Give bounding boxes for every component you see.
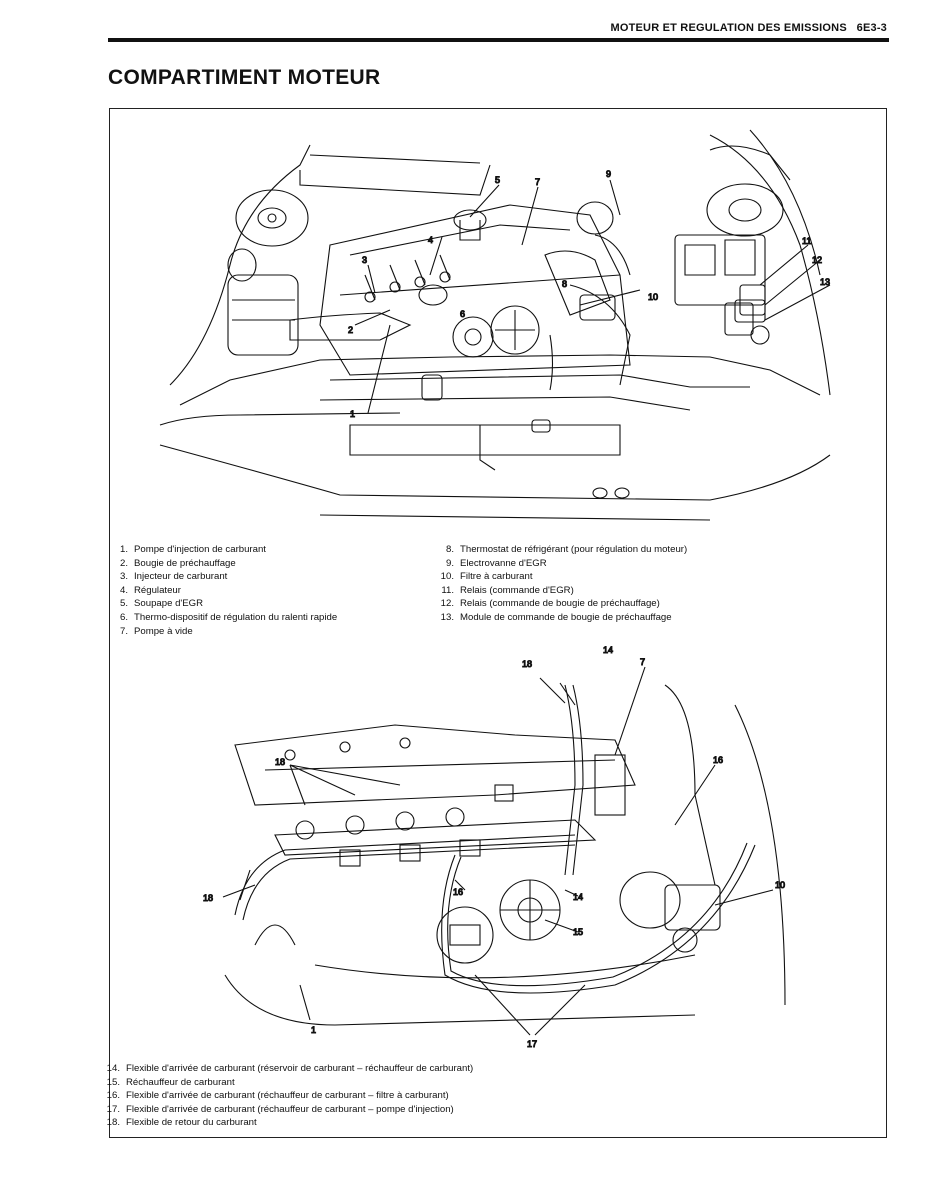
legend-item-15: 15.Réchauffeur de carburant	[106, 1076, 235, 1088]
legend-item-6: 6.Thermo-dispositif de régulation du ral…	[119, 611, 338, 623]
legend-item-18: 18.Flexible de retour du carburant	[106, 1117, 257, 1129]
callout-10b: 10	[775, 880, 785, 890]
callout-10: 10	[648, 292, 658, 302]
figure-frame	[109, 108, 887, 1138]
callout-18c: 18	[203, 893, 213, 903]
callout-1b: 1	[311, 1025, 316, 1035]
callout-11: 11	[802, 236, 811, 246]
callout-8: 8	[562, 279, 567, 289]
callout-13: 13	[820, 277, 830, 287]
legend-item-13: 13.Module de commande de bougie de préch…	[440, 611, 672, 623]
callout-5: 5	[495, 175, 500, 185]
legend-bottom: 14.Flexible d'arrivée de carburant (rése…	[98, 1062, 474, 1130]
page-title: COMPARTIMENT MOTEUR	[108, 66, 381, 89]
callout-4: 4	[428, 235, 433, 245]
legend-item-16: 16.Flexible d'arrivée de carburant (réch…	[106, 1090, 449, 1102]
legend-item-5: 5.Soupape d'EGR	[119, 598, 204, 610]
engine-compartment-illustration-top: 5 7 9 4 3 2 8 6 10 11 12 13 1	[150, 125, 840, 535]
legend-item-1: 1.Pompe d'injection de carburant	[119, 544, 266, 555]
callout-16a: 16	[713, 755, 723, 765]
legend-item-2: 2.Bougie de préchauffage	[119, 557, 236, 569]
running-header: MOTEUR ET REGULATION DES EMISSIONS 6E3-3	[610, 22, 887, 34]
callout-14b: 14	[573, 892, 583, 902]
callout-3: 3	[362, 255, 367, 265]
callout-7b: 7	[640, 657, 645, 667]
callout-18b: 18	[275, 757, 285, 767]
legend-item-3: 3.Injecteur de carburant	[119, 571, 228, 583]
legend-item-12: 12.Relais (commande de bougie de préchau…	[440, 598, 660, 610]
callout-9: 9	[606, 169, 611, 179]
callout-18a: 18	[522, 659, 532, 669]
legend-item-9: 9.Electrovanne d'EGR	[445, 557, 547, 569]
legend-item-17: 17.Flexible d'arrivée de carburant (réch…	[106, 1103, 454, 1115]
callout-1: 1	[350, 409, 355, 419]
legend-item-10: 10.Filtre à carburant	[440, 571, 533, 583]
callout-14a: 14	[603, 645, 613, 655]
callout-7: 7	[535, 177, 540, 187]
callout-12: 12	[812, 255, 822, 265]
legend-item-4: 4.Régulateur	[119, 584, 181, 596]
callout-6: 6	[460, 309, 465, 319]
legend-top-right: 8.Thermostat de réfrigérant (pour régula…	[432, 543, 688, 625]
callout-2: 2	[348, 325, 353, 335]
header-section: MOTEUR ET REGULATION DES EMISSIONS	[610, 22, 847, 34]
legend-top-left: 1.Pompe d'injection de carburant 2.Bougi…	[106, 543, 337, 638]
callout-17: 17	[527, 1039, 537, 1049]
legend-item-11: 11.Relais (commande d'EGR)	[441, 584, 574, 596]
header-rule	[108, 38, 889, 42]
legend-item-8: 8.Thermostat de réfrigérant (pour régula…	[445, 544, 688, 555]
legend-item-14: 14.Flexible d'arrivée de carburant (rése…	[106, 1063, 474, 1074]
callout-15: 15	[573, 927, 583, 937]
engine-fuel-lines-illustration-bottom: 18 14 7 16 18 18 16 14 15 10 17 1	[195, 645, 795, 1055]
callout-16b: 16	[453, 887, 463, 897]
header-page-number: 6E3-3	[856, 22, 887, 34]
legend-item-7: 7.Pompe à vide	[119, 625, 193, 637]
